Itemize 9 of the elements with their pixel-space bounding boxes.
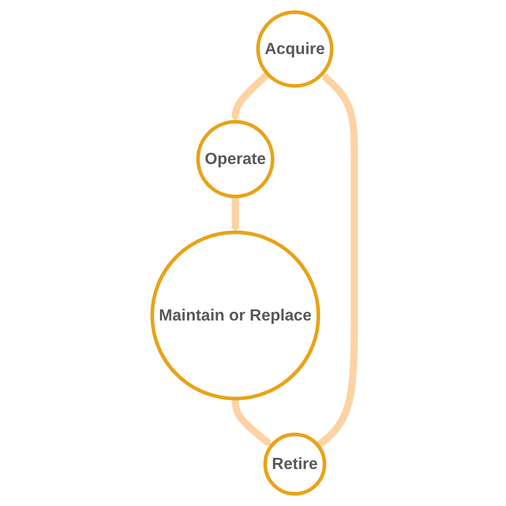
arrow	[231, 196, 239, 233]
node-circle	[196, 120, 274, 198]
node-circle	[150, 230, 320, 400]
arrow	[231, 71, 270, 122]
node-circle	[256, 10, 334, 88]
cycle-diagram: Acquire Operate Maintain or Replace Retire	[144, 5, 362, 501]
arrow	[315, 74, 358, 448]
node-circle	[263, 432, 326, 496]
arrow	[231, 398, 272, 446]
